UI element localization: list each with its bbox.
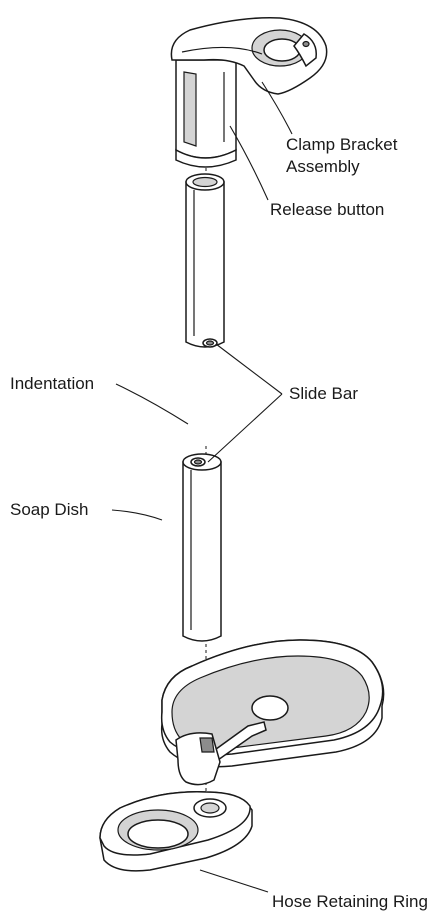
label-indentation: Indentation bbox=[10, 374, 95, 393]
clamp-bracket-assembly bbox=[170, 17, 328, 168]
label-slide-bar: Slide Bar bbox=[289, 384, 358, 403]
slide-bar-lower bbox=[182, 453, 222, 642]
slide-bar-upper bbox=[185, 173, 225, 348]
leader-clamp-bracket bbox=[261, 81, 293, 135]
hose-retaining-ring bbox=[99, 791, 253, 872]
label-clamp-bracket-line2: Assembly bbox=[286, 157, 360, 176]
label-soap-dish: Soap Dish bbox=[10, 500, 89, 519]
leader-indentation bbox=[115, 383, 189, 425]
label-release-button: Release button bbox=[270, 200, 385, 219]
soap-dish bbox=[160, 639, 385, 786]
label-hose-retaining-ring: Hose Retaining Ring bbox=[272, 892, 428, 911]
leader-slide-bar-lower bbox=[207, 393, 283, 463]
leader-hose-ring bbox=[199, 869, 269, 893]
leader-slide-bar-upper bbox=[215, 343, 283, 395]
leader-release-button bbox=[229, 125, 269, 201]
leader-soap-dish bbox=[111, 509, 163, 521]
label-clamp-bracket-line1: Clamp Bracket bbox=[286, 135, 398, 154]
